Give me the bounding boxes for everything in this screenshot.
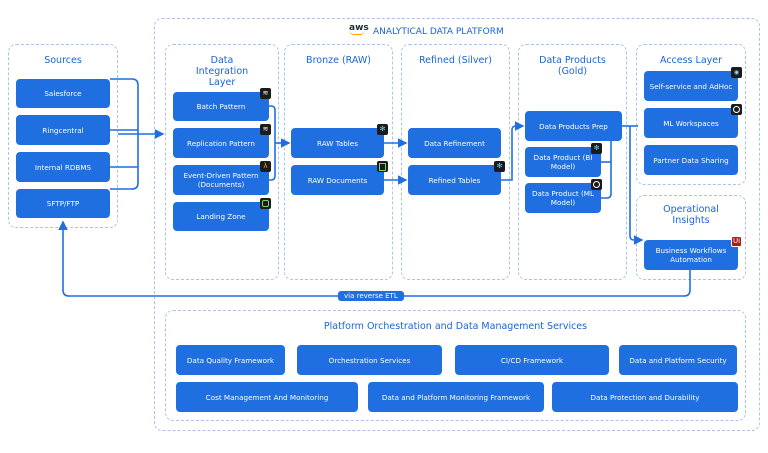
aws-logo: aws bbox=[349, 23, 369, 33]
integration-title: Data Integration Layer bbox=[195, 55, 249, 88]
data-products-prep[interactable]: Data Products Prep bbox=[525, 111, 622, 141]
integration-panel: Data Integration Layer bbox=[165, 44, 279, 280]
cost-management-monitoring[interactable]: Cost Management And Monitoring bbox=[176, 382, 358, 412]
data-product-bi[interactable]: Data Product (BI Model) bbox=[525, 147, 601, 177]
openai-icon bbox=[591, 179, 602, 190]
event-driven-pattern[interactable]: Event-Driven Pattern (Documents) bbox=[173, 165, 269, 195]
cicd-framework[interactable]: CI/CD Framework bbox=[455, 345, 609, 375]
data-quality-framework[interactable]: Data Quality Framework bbox=[176, 345, 285, 375]
data-protection-durability[interactable]: Data Protection and Durability bbox=[552, 382, 738, 412]
gold-fanout-line bbox=[601, 141, 612, 199]
monitoring-framework[interactable]: Data and Platform Monitoring Framework bbox=[368, 382, 544, 412]
data-refinement[interactable]: Data Refinement bbox=[408, 128, 501, 158]
raw-tables[interactable]: RAW Tables bbox=[291, 128, 384, 158]
source-ringcentral[interactable]: Ringcentral bbox=[16, 115, 110, 145]
document-icon bbox=[377, 161, 388, 172]
partner-data-sharing[interactable]: Partner Data Sharing bbox=[644, 145, 738, 175]
openai-icon bbox=[731, 104, 742, 115]
source-sftp[interactable]: SFTP/FTP bbox=[16, 189, 110, 218]
snowflake-icon: ✻ bbox=[591, 143, 602, 154]
access-panel: Access Layer bbox=[636, 44, 746, 185]
lambda-icon: λ bbox=[260, 161, 271, 172]
data-product-ml[interactable]: Data Product (ML Model) bbox=[525, 183, 601, 213]
business-workflows-automation[interactable]: Business Workflows Automation bbox=[644, 240, 738, 270]
silver-panel: Refined (Silver) bbox=[401, 44, 510, 280]
snowflake-icon: ✻ bbox=[377, 124, 388, 135]
uipath-icon: Ui bbox=[731, 236, 742, 247]
batch-pattern[interactable]: Batch Pattern bbox=[173, 92, 269, 121]
access-title: Access Layer bbox=[659, 55, 723, 66]
gold-title: Data Products (Gold) bbox=[539, 55, 606, 77]
stack-logo-icon: ≋ bbox=[260, 124, 271, 135]
self-service-adhoc[interactable]: Self-service and AdHoc bbox=[644, 71, 738, 101]
query-icon: ◉ bbox=[731, 67, 742, 78]
orchestration-services[interactable]: Orchestration Services bbox=[297, 345, 442, 375]
silver-to-gold-arrow bbox=[501, 121, 525, 181]
aws-smile-icon bbox=[349, 30, 365, 35]
insights-title: Operational Insights bbox=[663, 204, 719, 226]
landing-zone[interactable]: Landing Zone bbox=[173, 202, 269, 231]
s3-bucket-icon bbox=[260, 198, 271, 209]
reverse-etl-label: via reverse ETL bbox=[338, 291, 404, 301]
platform-panel bbox=[154, 18, 760, 431]
bronze-panel: Bronze (RAW) bbox=[284, 44, 393, 280]
refined-tables[interactable]: Refined Tables bbox=[408, 165, 501, 195]
data-platform-security[interactable]: Data and Platform Security bbox=[619, 345, 737, 375]
stack-logo-icon: ≋ bbox=[260, 88, 271, 99]
platform-title: ANALYTICAL DATA PLATFORM bbox=[373, 27, 504, 37]
gold-panel: Data Products (Gold) bbox=[518, 44, 627, 280]
bronze-title: Bronze (RAW) bbox=[306, 55, 371, 66]
reverse-etl-path bbox=[58, 220, 691, 297]
snowflake-icon: ✻ bbox=[494, 161, 505, 172]
silver-title: Refined (Silver) bbox=[418, 55, 492, 66]
source-salesforce[interactable]: Salesforce bbox=[16, 79, 110, 108]
replication-pattern[interactable]: Replication Pattern bbox=[173, 128, 269, 158]
orchestration-panel: Platform Orchestration and Data Manageme… bbox=[165, 310, 746, 421]
gold-to-insights-arrow bbox=[629, 126, 644, 245]
integration-merge-line bbox=[269, 105, 276, 181]
source-internal-rdbms[interactable]: Internal RDBMS bbox=[16, 152, 110, 182]
sources-title: Sources bbox=[44, 55, 82, 66]
ml-workspaces[interactable]: ML Workspaces bbox=[644, 108, 738, 138]
orchestration-title: Platform Orchestration and Data Manageme… bbox=[323, 321, 588, 332]
raw-documents[interactable]: RAW Documents bbox=[291, 165, 384, 195]
